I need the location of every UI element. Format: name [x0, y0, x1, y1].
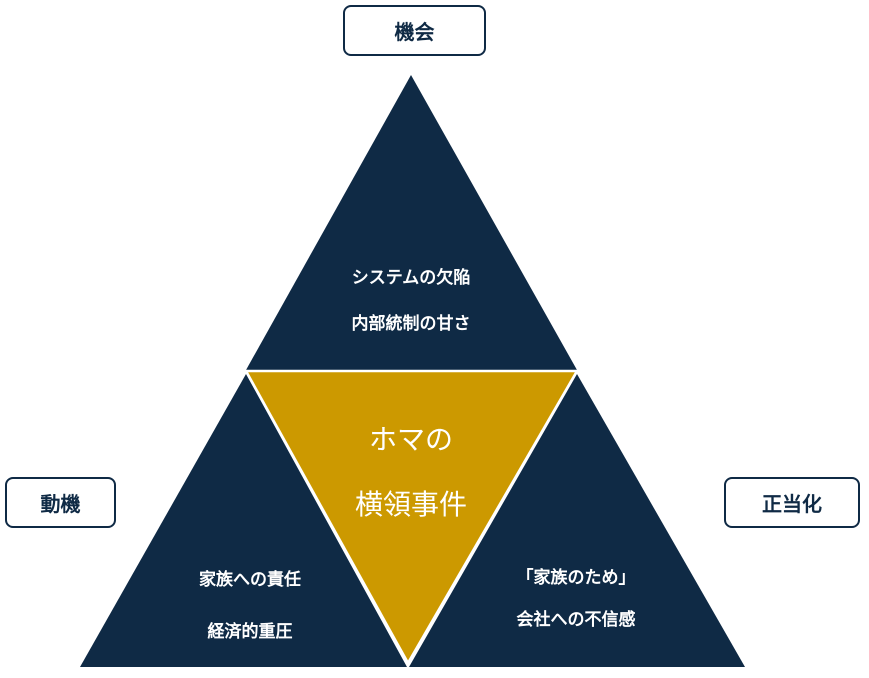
opportunity-item: システムの欠陥	[351, 268, 471, 288]
rationalization-triangle	[409, 374, 745, 667]
rationalization-item: 「家族のため」	[516, 568, 636, 588]
label-motivation: 動機	[5, 477, 116, 528]
label-opportunity: 機会	[343, 5, 486, 56]
opportunity-triangle	[246, 75, 577, 370]
motivation-triangle	[80, 374, 407, 667]
motivation-item: 家族への責任	[199, 570, 301, 590]
opportunity-item: 内部統制の甘さ	[351, 314, 471, 334]
rationalization-item: 会社への不信感	[516, 610, 636, 630]
motivation-item: 経済的重圧	[207, 622, 293, 642]
center-title-line1: ホマの	[368, 423, 454, 456]
center-triangle	[243, 369, 580, 666]
center-title-line2: 横領事件	[354, 488, 468, 521]
label-rationalization: 正当化	[724, 477, 860, 528]
